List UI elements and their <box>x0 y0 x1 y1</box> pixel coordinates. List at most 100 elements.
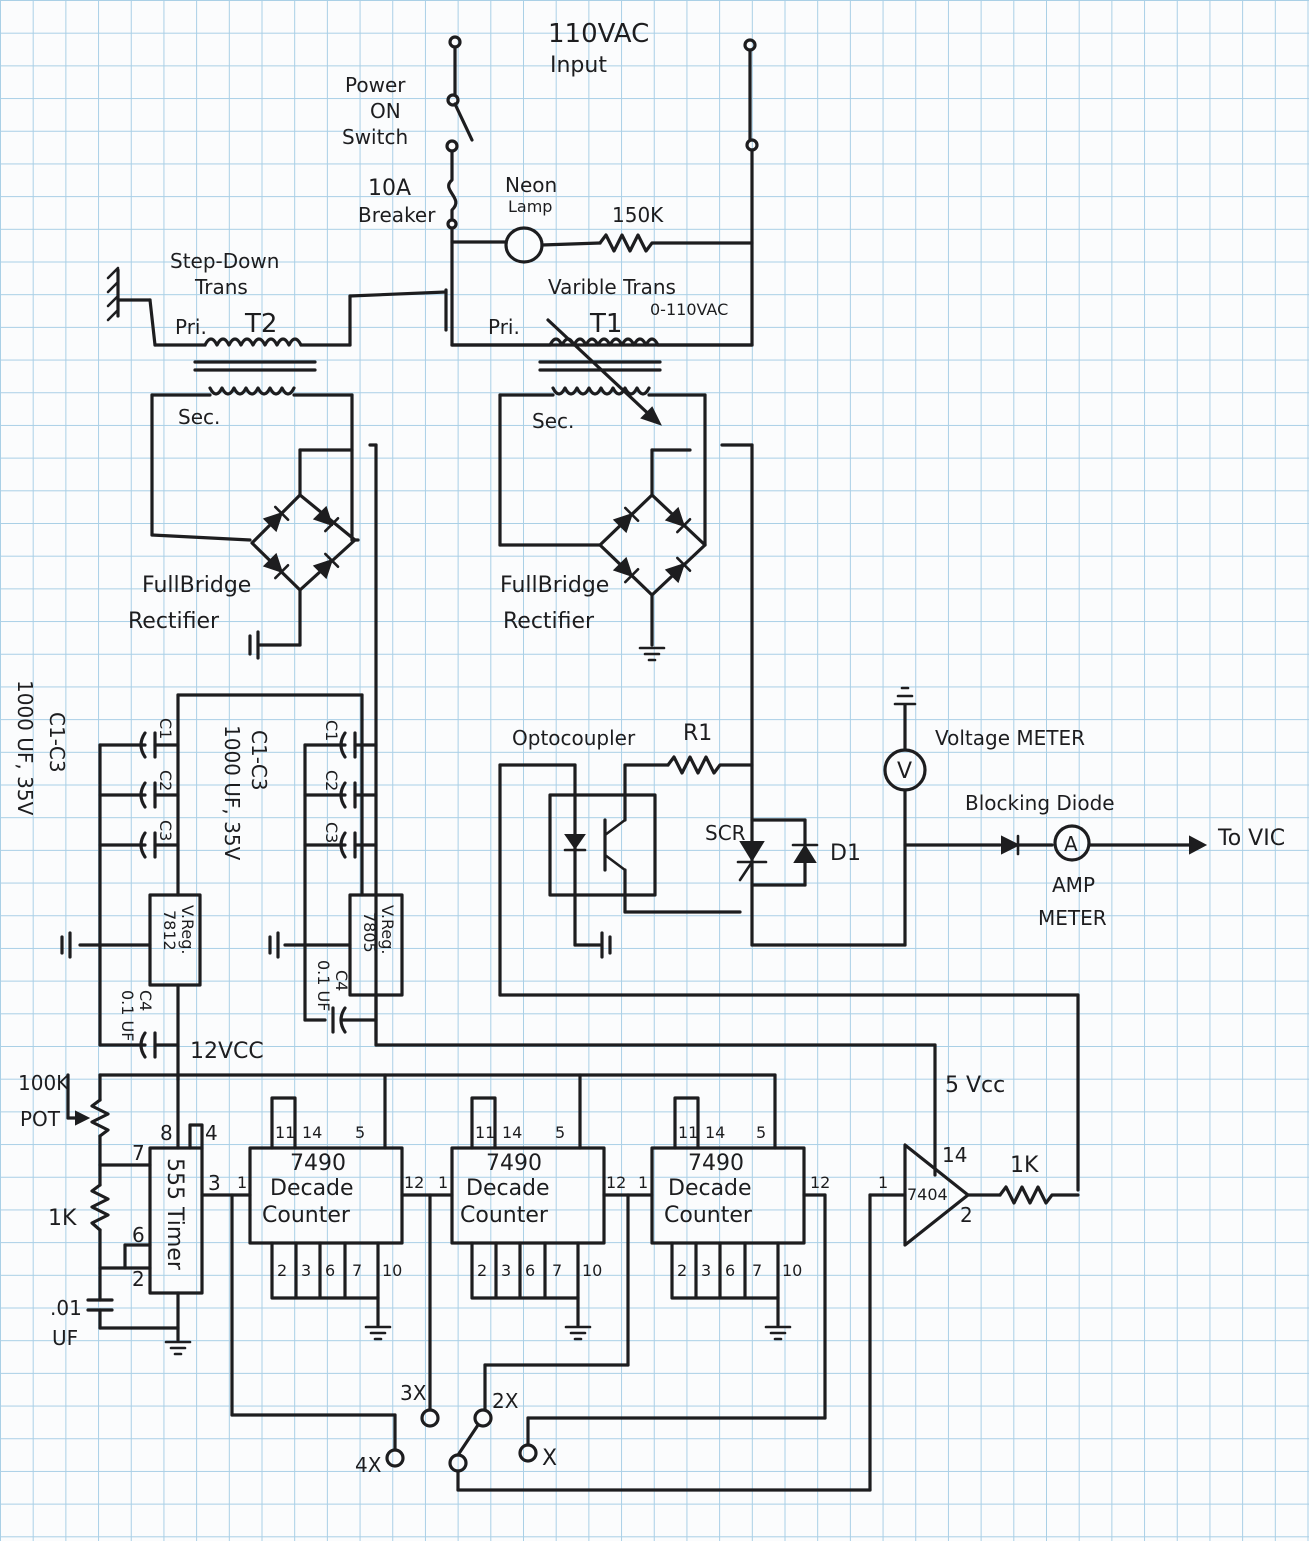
neon-label-1: Neon <box>505 173 557 197</box>
vcc12-label: 12VCC <box>190 1039 264 1064</box>
inv-label: 7404 <box>907 1185 948 1204</box>
c2-pin12: 12 <box>606 1173 626 1192</box>
c1-pin7: 7 <box>352 1261 362 1280</box>
optocoupler-scr-section <box>498 686 1208 1192</box>
decade-counters <box>248 1073 827 1447</box>
scr-label: SCR <box>705 821 746 845</box>
c2-pin5: 5 <box>555 1123 565 1142</box>
vmeter-label: Voltage METER <box>935 726 1085 750</box>
c3-pin12: 12 <box>810 1173 830 1192</box>
reg7812-1: 7812 <box>160 910 179 951</box>
c2-right: C2 <box>322 770 341 791</box>
timer-pin6: 6 <box>132 1223 145 1247</box>
t1-label: T1 <box>589 309 622 339</box>
stepdown-label-1: Step-Down <box>170 249 279 273</box>
c3-name-2: Decade <box>668 1176 752 1201</box>
c1-left: C1 <box>156 718 175 739</box>
blocking-label: Blocking Diode <box>965 791 1115 815</box>
t2-pri: Pri. <box>175 315 207 339</box>
r1-label: R1 <box>683 721 712 746</box>
ammeter <box>1053 824 1091 862</box>
c1-pin2: 2 <box>277 1261 287 1280</box>
switch-wiper <box>456 1423 480 1457</box>
c2-left: C2 <box>156 770 175 791</box>
ammeter-label-1: AMP <box>1052 873 1095 897</box>
c4-right-1: C4 <box>332 970 351 991</box>
switch-label-3: Switch <box>342 125 408 149</box>
ammeter-label-2: METER <box>1038 906 1107 930</box>
c2-name-1: 7490 <box>486 1151 542 1176</box>
c1-pin14: 14 <box>302 1123 322 1142</box>
c3-pin6: 6 <box>725 1261 735 1280</box>
tovic-label: To VIC <box>1217 826 1285 851</box>
c2-pin10: 10 <box>582 1261 602 1280</box>
c3-left: C3 <box>156 820 175 841</box>
c2-pin1: 1 <box>438 1173 448 1192</box>
transformer-t1 <box>450 318 754 547</box>
c2-pin14: 14 <box>502 1123 522 1142</box>
reg7805-2: V.Reg. <box>378 905 397 954</box>
caps-right-1: C1-C3 <box>247 730 271 791</box>
switch-contact-x <box>518 1443 538 1463</box>
cap01-label-2: UF <box>52 1326 78 1350</box>
inverter-7404 <box>903 1143 970 1247</box>
timer-pin8: 8 <box>160 1121 173 1145</box>
c1-pin12: 12 <box>404 1173 424 1192</box>
inverter-output <box>903 1143 1080 1247</box>
c3-pin1: 1 <box>638 1173 648 1192</box>
c2-pin3: 3 <box>501 1261 511 1280</box>
rect-left-2: Rectifier <box>128 609 220 634</box>
power-supply-12v <box>60 693 364 1082</box>
multiplier-selector <box>385 1193 907 1492</box>
c1-right: C1 <box>322 720 341 741</box>
switch-label-1: Power <box>345 73 406 97</box>
reg7805-1: 7805 <box>360 912 379 953</box>
timer-section <box>66 1073 777 1452</box>
rect-right-2: Rectifier <box>503 609 595 634</box>
variable-label-2: 0-110VAC <box>650 300 728 319</box>
c3-pin10: 10 <box>782 1261 802 1280</box>
opto-label: Optocoupler <box>512 726 636 750</box>
c2-name-2: Decade <box>466 1176 550 1201</box>
rect-right-1: FullBridge <box>500 573 609 598</box>
c4-left-2: 0.1 UF <box>118 990 137 1041</box>
c1-pin10: 10 <box>382 1261 402 1280</box>
switch-contact-3x <box>420 1408 440 1428</box>
c3-pin3: 3 <box>701 1261 711 1280</box>
breaker-symbol <box>447 149 458 222</box>
r1k-out-label: 1K <box>1010 1153 1039 1178</box>
timer-label: 555 Timer <box>162 1158 187 1271</box>
vcc5-label: 5 Vcc <box>945 1073 1005 1098</box>
c2-pin6: 6 <box>525 1261 535 1280</box>
c3-pin5: 5 <box>756 1123 766 1142</box>
timer-pin2: 2 <box>132 1267 145 1291</box>
inv-pin1: 1 <box>878 1173 888 1192</box>
c3-pin2: 2 <box>677 1261 687 1280</box>
neon-label-2: Lamp <box>508 197 552 216</box>
switch-contact-2x <box>473 1408 493 1428</box>
sw-x-label: X <box>542 1446 557 1471</box>
regulator-7812 <box>148 893 202 987</box>
timer-pin3: 3 <box>208 1171 221 1195</box>
r150k-label: 150K <box>612 203 664 227</box>
vmeter-v: V <box>897 759 912 784</box>
c1-pin1: 1 <box>237 1173 247 1192</box>
inv-pin14: 14 <box>942 1143 967 1167</box>
c4-right-2: 0.1 UF <box>314 960 333 1011</box>
input-label-1: 110VAC <box>548 19 649 49</box>
c2-pin7: 7 <box>552 1261 562 1280</box>
c3-right: C3 <box>322 822 341 843</box>
d1-label: D1 <box>830 841 861 866</box>
transformer-t2 <box>106 266 360 542</box>
c1-name-1: 7490 <box>290 1151 346 1176</box>
resistor-1k <box>90 1183 110 1232</box>
caps-right-2: 1000 UF, 35V <box>220 725 244 861</box>
reg7812-2: V.Reg. <box>178 905 197 954</box>
optocoupler <box>548 793 657 897</box>
c1-name-3: Counter <box>262 1203 351 1228</box>
c3-pin14: 14 <box>705 1123 725 1142</box>
pot-100k <box>90 1098 110 1138</box>
c1-name-2: Decade <box>270 1176 354 1201</box>
